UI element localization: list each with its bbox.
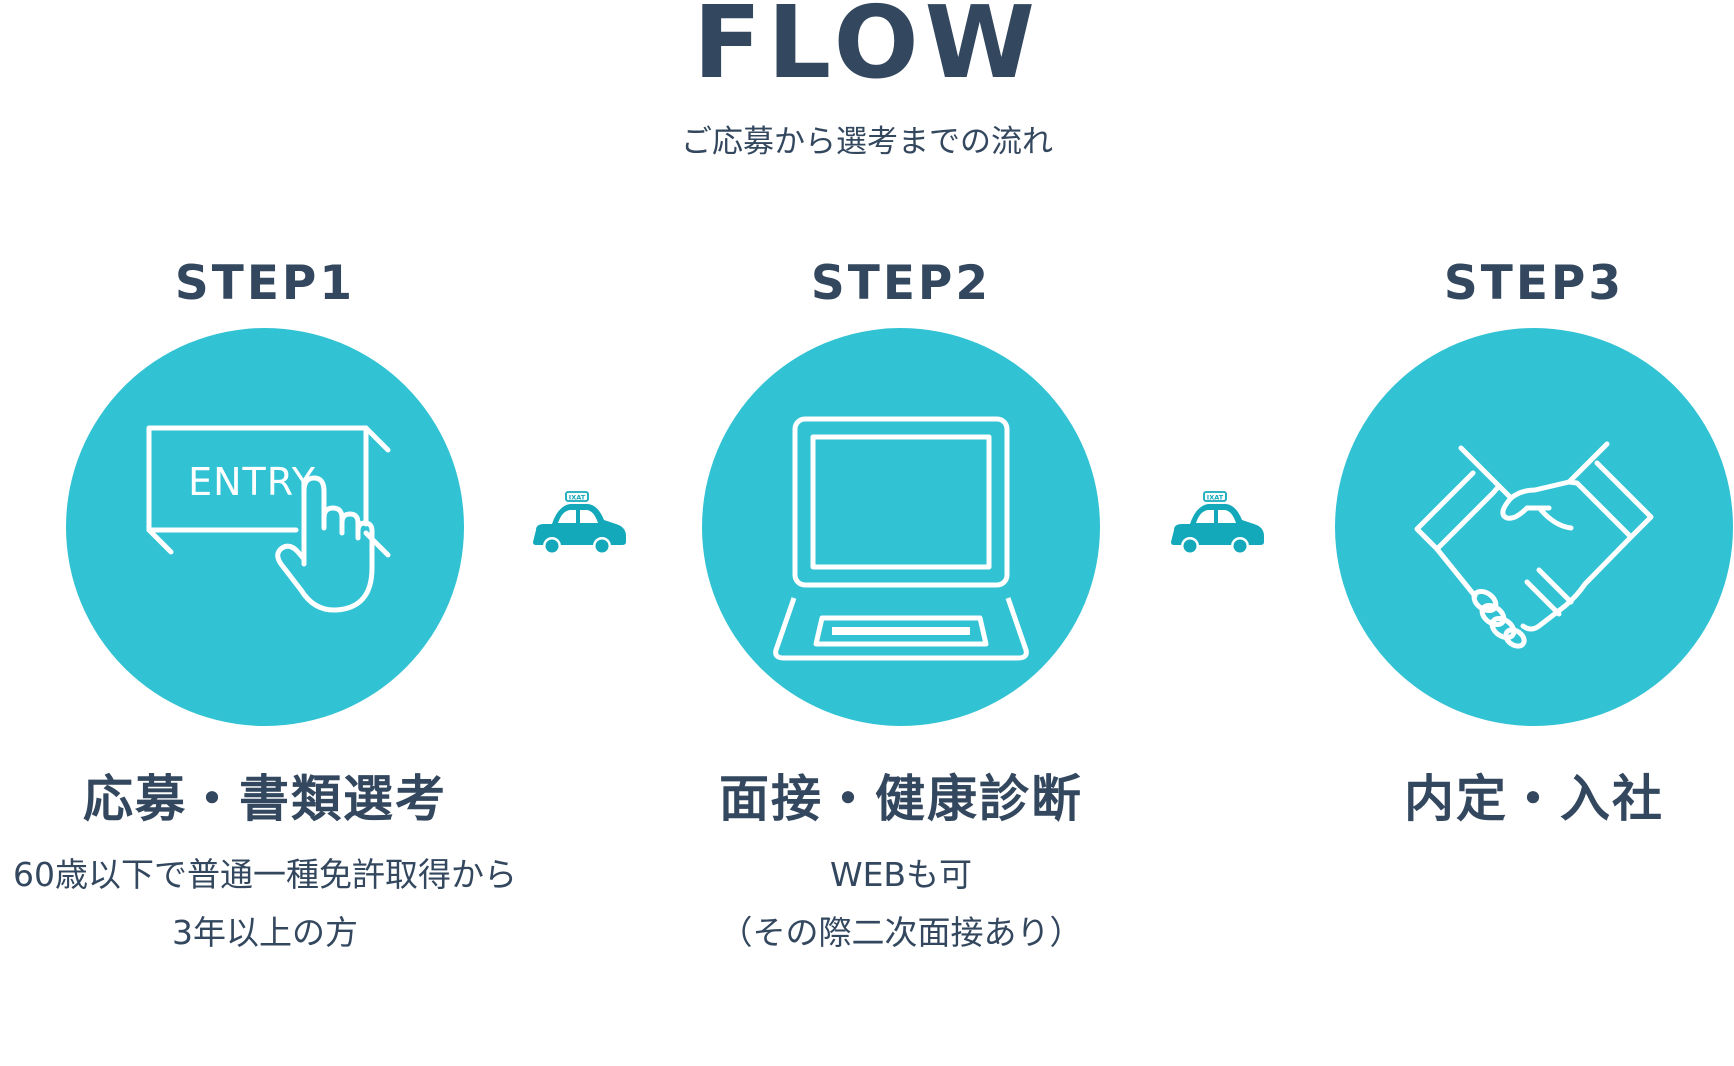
laptop-icon [773,416,1029,661]
step-circle: ENTRY [66,328,464,726]
taxi-icon: IXAT [1171,491,1264,555]
step-description-line: （その際二次面接あり） [719,913,1083,952]
step-description-line: 3年以上の方 [172,913,358,952]
step-label: STEP2 [810,256,992,311]
step-label: STEP1 [174,256,356,311]
entry-icon-text: ENTRY [188,460,316,504]
handshake-icon [1414,441,1654,649]
step-description-line: 60歳以下で普通一種免許取得から [13,855,517,894]
step-description: 60歳以下で普通一種免許取得から 3年以上の方 [0,846,545,962]
step-title: 内定・入社 [1404,770,1664,828]
taxi-connector-1: IXAT [530,490,630,560]
page-subtitle: ご応募から選考までの流れ [681,124,1053,160]
step-circle [702,328,1100,726]
taxi-connector-2: IXAT [1168,490,1268,560]
step-description: WEBも可 （その際二次面接あり） [621,846,1181,962]
taxi-sign-text: IXAT [569,494,586,502]
taxi-icon: IXAT [533,491,626,555]
page-title: FLOW [693,0,1041,101]
step-title: 面接・健康診断 [719,770,1083,828]
step-3: STEP3 [1254,0,1734,1066]
step-circle [1335,328,1733,726]
step-description-line: WEBも可 [829,855,973,894]
taxi-sign-text: IXAT [1207,494,1224,502]
step-1: STEP1 ENTRY 応募・書類選考 60歳以下で普通一種免許取得から 3年以… [0,0,545,1066]
step-label: STEP3 [1443,256,1625,311]
entry-button-hand-icon: ENTRY [146,425,391,613]
step-2: STEP2 面接・健康診断 WEBも可 （その際二次面接あり） [621,0,1181,1066]
step-title: 応募・書類選考 [83,770,447,828]
